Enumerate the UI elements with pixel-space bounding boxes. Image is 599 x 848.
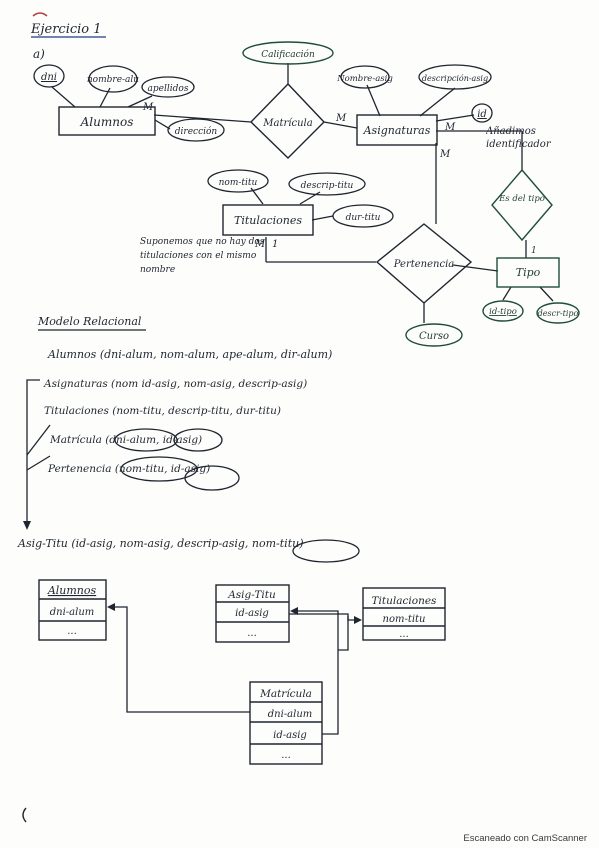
bracket-arrowhead: [23, 521, 31, 530]
attr-curso: [405, 323, 463, 347]
attr-nombre-alu: [88, 65, 138, 93]
attr-dni-label: dni: [41, 72, 57, 83]
rel-alumnos: Alumnos (dni-alum, nom-alum, ape-alum, d…: [47, 348, 332, 361]
relational-heading: Modelo Relacional: [37, 315, 142, 328]
scanner-watermark: Escaneado con CamScanner: [463, 833, 587, 844]
note-titulaciones: Suponemos que no hay dos titulaciones co…: [140, 237, 265, 275]
rel-asig-titu: Asig-Titu (id-asig, nom-asig, descrip-as…: [17, 537, 304, 550]
er-diagram: Alumnos dni nombre-alu apellidos direcci…: [33, 41, 580, 347]
part-label: a): [33, 47, 45, 61]
entity-asignaturas-label: Asignaturas: [363, 124, 431, 137]
bracket-tick-1: [26, 424, 51, 456]
attr-descripcion-asig-label: descripción-asig: [422, 74, 488, 83]
attr-descr-tipo-label: descr-tipo: [538, 309, 579, 318]
table-diagram: Alumnos dni-alum ... Asig-Titu id-asig .…: [38, 579, 446, 765]
table-alumnos-more: ...: [67, 626, 77, 637]
key-circles: [114, 428, 360, 563]
bracket-tick-2: [26, 455, 51, 471]
attr-nombre-asig: [340, 65, 390, 89]
entity-titulaciones-label: Titulaciones: [234, 214, 302, 227]
card-titu-m: M: [254, 239, 266, 250]
attr-apellidos-label: apellidos: [148, 84, 189, 94]
table-titulaciones-title: Titulaciones: [372, 595, 437, 607]
attr-dni: [33, 64, 65, 88]
relation-pertenencia: [375, 223, 473, 304]
red-mark: [32, 12, 48, 17]
entity-tipo-label: Tipo: [516, 266, 541, 279]
arrowhead-alumnos: [107, 603, 115, 611]
attr-id-tipo-label: id-tipo: [489, 307, 517, 317]
corner-mark: [22, 807, 27, 823]
attr-nombre-asig-label: Nombre-asig: [336, 74, 393, 84]
table-alumnos-row: dni-alum: [50, 607, 95, 618]
arrowhead-titulaciones: [354, 616, 362, 624]
er-connectors: [51, 63, 554, 323]
table-titulaciones-row: nom-titu: [383, 614, 426, 625]
attr-calificacion-label: Calificación: [261, 49, 315, 60]
attr-apellidos: [141, 76, 195, 98]
attr-id-label: id: [477, 109, 487, 120]
table-titulaciones: [362, 587, 446, 641]
attr-id-tipo: [482, 300, 524, 322]
card-alumnos-m: M: [142, 102, 154, 113]
rel-pertenencia: Pertenencia (nom-titu, id-asig): [47, 463, 210, 475]
rel-titulaciones: Titulaciones (nom-titu, descrip-titu, du…: [44, 405, 281, 417]
relation-matricula: [250, 82, 325, 159]
attr-descrip-titu: [288, 172, 366, 196]
relation-matricula-label: Matrícula: [262, 118, 312, 129]
entity-alumnos: [58, 106, 156, 136]
relation-pertenencia-label: Pertenencia: [393, 259, 455, 270]
table-titulaciones-more: ...: [399, 629, 409, 640]
entity-alumnos-label: Alumnos: [80, 115, 134, 129]
attr-id: [471, 103, 493, 123]
rel-matricula: Matrícula (dni-alum, id-asig): [49, 434, 202, 446]
table-matricula-row-2: id-asig: [273, 730, 307, 741]
table-asig-titu-row: id-asig: [235, 608, 269, 619]
attr-direccion-label: dirección: [175, 126, 218, 137]
entity-titulaciones: [222, 204, 314, 236]
relational-model: Modelo Relacional Alumnos (dni-alum, nom…: [17, 315, 360, 563]
entity-asignaturas: [356, 114, 438, 146]
table-matricula-title: Matrícula: [259, 688, 312, 700]
attr-descr-tipo: [536, 302, 580, 324]
card-tipo-1: 1: [531, 246, 537, 256]
note-id-wrapper: Añadimos identificador: [486, 126, 551, 150]
table-alumnos: [38, 579, 107, 641]
attr-calificacion: [242, 41, 334, 65]
attr-descripcion-asig: [418, 64, 492, 90]
attr-curso-label: Curso: [419, 331, 449, 342]
card-asig-m2: M: [439, 149, 451, 160]
note-id: Añadimos identificador: [486, 126, 551, 150]
note-titulaciones-wrapper: Suponemos que no hay dos titulaciones co…: [140, 237, 265, 275]
attr-dur-titu: [332, 204, 394, 228]
attr-dur-titu-label: dur-titu: [346, 213, 381, 223]
attr-descrip-titu-label: descrip-titu: [301, 181, 354, 191]
table-matricula-more: ...: [281, 750, 291, 761]
bracket-connector: [26, 379, 40, 525]
exercise-title: Ejercicio 1: [30, 22, 102, 37]
relation-es-del-tipo-label: Es del tipo: [498, 194, 545, 204]
entity-tipo: [496, 257, 560, 288]
relation-es-del-tipo: [491, 168, 553, 242]
arrowhead-asig-titu: [290, 607, 298, 615]
attr-direccion: [167, 118, 225, 142]
attr-nom-titu-label: nom-titu: [219, 178, 258, 188]
rel-asignaturas: Asignaturas (nom id-asig, nom-asig, desc…: [43, 378, 307, 390]
card-asig-m1: M: [444, 122, 456, 133]
attr-nombre-alu-label: nombre-alu: [87, 75, 139, 85]
card-matricula-m: M: [335, 113, 347, 124]
table-asig-titu-title: Asig-Titu: [227, 589, 276, 601]
table-asig-titu-more: ...: [247, 628, 257, 639]
card-titu-1: 1: [272, 239, 278, 250]
attr-nom-titu: [207, 169, 269, 193]
table-matricula: [249, 681, 323, 765]
table-matricula-row-1: dni-alum: [268, 709, 313, 720]
table-alumnos-title: Alumnos: [47, 584, 97, 597]
